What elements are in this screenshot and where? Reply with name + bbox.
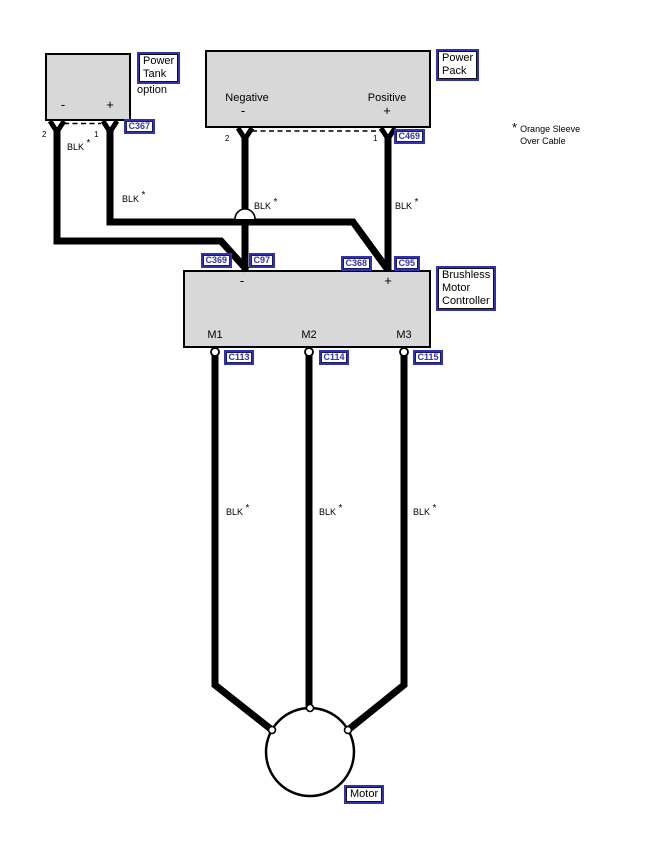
wire-label-blk-m3: BLK *	[413, 503, 436, 517]
power-tank-option-text: option	[137, 84, 167, 96]
wire-label-blk-right: BLK *	[395, 197, 418, 211]
tank-plus-sign: +	[106, 97, 114, 112]
controller-label: Brushless Motor Controller	[436, 266, 497, 311]
wire-tank-pin2	[53, 127, 250, 273]
wire-label-blk-m2: BLK *	[319, 503, 342, 517]
connector-label-c367: C367	[124, 119, 155, 134]
tank-minus-sign: -	[60, 97, 66, 112]
connector-label-c97: C97	[249, 253, 275, 268]
wire-label-asterisk: *	[141, 190, 146, 201]
wire-label-blk-center: BLK *	[254, 197, 277, 211]
wire-label-text: BLK	[319, 507, 337, 517]
motor-dot-m1	[267, 725, 277, 735]
wire-label-asterisk: *	[432, 503, 437, 514]
note-text: Orange Sleeve Over Cable	[520, 124, 581, 146]
power-tank-label: Power Tank	[137, 52, 181, 84]
motor-label: Motor	[344, 785, 385, 804]
wire-label-asterisk: *	[86, 138, 91, 149]
terminal-dot-c115	[399, 347, 409, 357]
pack-negative-text: Negative	[225, 92, 269, 104]
wire-label-text: BLK	[122, 194, 140, 204]
wire-label-text: BLK	[413, 507, 431, 517]
connector-label-c368: C368	[341, 256, 372, 271]
wire-label-blk-m1: BLK *	[226, 503, 249, 517]
connector-label-c113: C113	[224, 350, 255, 365]
wire-label-text: BLK	[254, 201, 272, 211]
connector-label-c469: C469	[394, 129, 425, 144]
connector-label-c114: C114	[319, 350, 350, 365]
pack-plus-sign: +	[383, 103, 391, 118]
wire-label-blk-tank: BLK *	[67, 138, 90, 152]
controller-box	[183, 270, 431, 348]
controller-plus-sign: +	[384, 273, 392, 288]
wire-label-asterisk: *	[414, 197, 419, 208]
connector-label-c95: C95	[394, 256, 420, 271]
controller-m3-text: M3	[396, 329, 412, 341]
controller-minus-sign: -	[239, 273, 245, 288]
fork-tank-pin2	[47, 119, 67, 137]
wire-label-blk-left: BLK *	[122, 190, 145, 204]
controller-m2-text: M2	[301, 329, 317, 341]
wire-label-asterisk: *	[338, 503, 343, 514]
wire-label-asterisk: *	[273, 197, 278, 208]
note-asterisk: *	[512, 120, 518, 135]
wire-label-text: BLK	[395, 201, 413, 211]
fork-pack-pin2	[235, 126, 255, 144]
pack-minus-sign: -	[240, 103, 246, 118]
fork-pack-pin1	[378, 126, 398, 144]
connector-label-c115: C115	[413, 350, 444, 365]
tank-pin-1: 1	[94, 130, 99, 139]
wire-label-text: BLK	[226, 507, 244, 517]
wire-crossover-hop	[234, 208, 256, 220]
tank-pin-2: 2	[42, 130, 47, 139]
power-tank-box	[45, 53, 131, 121]
pack-pin-2: 2	[225, 134, 230, 143]
wire-m1	[211, 352, 275, 733]
connector-label-c369: C369	[201, 253, 232, 268]
power-pack-box	[205, 50, 431, 128]
terminal-dot-c113	[210, 347, 220, 357]
orange-sleeve-note: * Orange Sleeve Over Cable	[512, 121, 580, 147]
motor-dot-m2	[305, 703, 315, 713]
pack-pin-1: 1	[373, 134, 378, 143]
motor-dot-m3	[343, 725, 353, 735]
wire-label-asterisk: *	[245, 503, 250, 514]
fork-tank-pin1	[100, 119, 120, 137]
terminal-dot-c114	[304, 347, 314, 357]
pack-positive-text: Positive	[367, 92, 407, 104]
motor-circle	[264, 706, 356, 798]
wire-m3	[345, 352, 408, 733]
wire-tank-pin1	[106, 127, 391, 273]
power-pack-label: Power Pack	[436, 49, 480, 81]
controller-m1-text: M1	[207, 329, 223, 341]
wire-label-text: BLK	[67, 142, 85, 152]
